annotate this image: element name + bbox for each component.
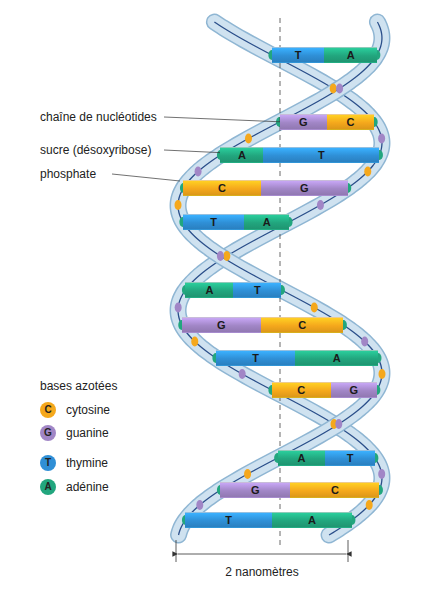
base-segment: G [220, 482, 290, 498]
phosphate-mark [366, 500, 373, 510]
phosphate-mark [175, 200, 182, 210]
base-segment: G [261, 180, 348, 196]
helix-ribbon [178, 22, 382, 535]
base-letter: C [298, 320, 306, 331]
helix-back [175, 22, 386, 535]
base-segment: T [325, 450, 375, 466]
base-segment: G [331, 382, 377, 398]
base-letter: A [347, 50, 355, 61]
base-letter: A [205, 285, 213, 296]
dimension-line [178, 554, 346, 555]
base-letter: G [299, 117, 308, 128]
phosphate-mark [311, 303, 318, 313]
phosphate-mark [378, 369, 385, 379]
legend-letter: A [44, 482, 51, 492]
base-letter: A [238, 150, 246, 161]
base-segment: A [185, 282, 233, 298]
base-segment: A [324, 47, 376, 63]
legend-text: cytosine [66, 403, 110, 417]
leader-line [112, 174, 180, 181]
phosphate-mark [223, 251, 230, 261]
base-segment: C [272, 382, 331, 398]
base-letter: T [225, 515, 232, 526]
base-letter: A [333, 353, 341, 364]
base-letter: A [308, 515, 316, 526]
leader-line [164, 150, 228, 153]
dimension-tick [348, 540, 349, 562]
helix-ribbon-edge [178, 22, 382, 535]
phosphate-mark [364, 167, 371, 177]
nucleotide-chain [178, 22, 382, 535]
base-segment: A [272, 512, 352, 528]
phosphate-mark [244, 469, 251, 479]
base-letter: T [318, 150, 325, 161]
base-letter: C [218, 183, 226, 194]
legend-letter: G [44, 428, 52, 438]
legend-text: thymine [66, 456, 108, 470]
base-segment: A [278, 450, 326, 466]
phosphate-mark [378, 469, 385, 479]
base-segment: T [183, 214, 245, 230]
base-letter: A [297, 453, 305, 464]
phosphate-mark [336, 84, 343, 94]
legend-letter: T [45, 458, 51, 468]
helix-ribbon [178, 22, 382, 535]
base-segment: A [295, 350, 378, 366]
base-segment: T [185, 512, 272, 528]
base-segment: A [220, 147, 263, 163]
base-segment: T [272, 47, 324, 63]
helix-ribbon-edge [178, 22, 382, 535]
part-label: phosphate [40, 168, 96, 180]
base-letter: C [347, 117, 355, 128]
base-segment: C [290, 482, 379, 498]
legend-heading: bases azotées [40, 380, 117, 392]
phosphate-mark [196, 500, 203, 510]
base-letter: T [295, 50, 302, 61]
base-segment: T [263, 147, 379, 163]
base-letter: G [251, 485, 260, 496]
base-segment: A [244, 214, 289, 230]
legend-text: adénine [66, 480, 109, 494]
phosphate-mark [195, 167, 202, 177]
base-letter: T [347, 453, 354, 464]
base-letter: T [210, 217, 217, 228]
base-segment: T [216, 350, 295, 366]
legend-letter: C [44, 405, 51, 415]
phosphate-mark [245, 134, 252, 144]
base-letter: G [217, 320, 226, 331]
base-letter: G [300, 183, 309, 194]
part-label: chaîne de nucléotides [40, 111, 157, 123]
phosphate-mark [361, 337, 368, 347]
base-letter: T [252, 353, 259, 364]
legend-text: guanine [66, 426, 109, 440]
base-segment: G [182, 317, 261, 333]
base-letter: G [349, 385, 358, 396]
phosphate-mark [191, 337, 198, 347]
phosphate-mark [175, 303, 182, 313]
base-letter: C [297, 385, 305, 396]
base-letter: T [254, 285, 261, 296]
base-segment: C [327, 114, 374, 130]
phosphate-mark [239, 369, 246, 379]
phosphate-mark [378, 134, 385, 144]
phosphate-mark [217, 251, 224, 261]
base-letter: C [331, 485, 339, 496]
phosphate-mark [330, 84, 337, 94]
dimension-label: 2 nanomètres [225, 566, 298, 578]
phosphate-mark [317, 200, 324, 210]
base-segment: C [183, 180, 260, 196]
phosphate-mark [335, 419, 342, 429]
part-label: sucre (désoxyribose) [40, 144, 151, 156]
nucleotide-chain [178, 22, 382, 535]
base-segment: G [280, 114, 327, 130]
leader-line [164, 117, 285, 122]
dimension-tick [176, 540, 177, 562]
base-segment: C [261, 317, 343, 333]
base-segment: T [233, 282, 281, 298]
base-letter: A [263, 217, 271, 228]
